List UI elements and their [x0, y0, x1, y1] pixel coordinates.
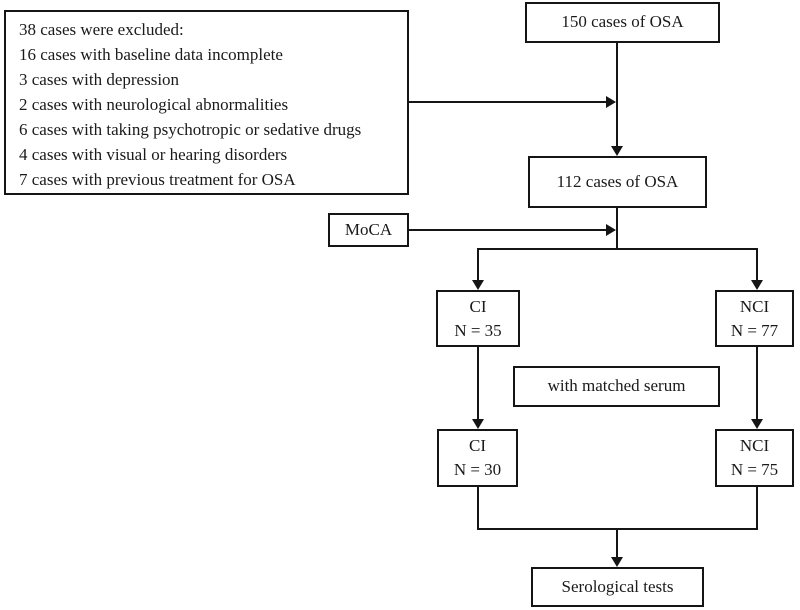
total-cases-box: 150 cases of OSA: [525, 2, 720, 43]
connector-included-to-branch: [616, 208, 618, 249]
serological-tests-box: Serological tests: [531, 567, 704, 607]
exclusion-line: 2 cases with neurological abnormalities: [19, 95, 289, 114]
exclusion-line: 16 cases with baseline data incomplete: [19, 45, 283, 64]
ci-serum-count: N = 30: [453, 460, 502, 479]
connector-join-to-serological: [616, 528, 618, 557]
exclusion-box: 38 cases were excluded: 16 cases with ba…: [4, 10, 409, 195]
arrowhead-right-exclusion: [606, 96, 616, 108]
connector-nci-to-nci-serum: [756, 347, 758, 419]
moca-box: MoCA: [328, 213, 409, 247]
serological-tests-label: Serological tests: [561, 576, 674, 596]
exclusion-line: 7 cases with previous treatment for OSA: [19, 170, 296, 189]
arrowhead-down-included: [611, 146, 623, 156]
ci-baseline-count: N = 35: [454, 320, 502, 340]
connector-branch-to-ci: [477, 248, 479, 280]
exclusion-line: 38 cases were excluded:: [19, 20, 184, 39]
nci-baseline-label: NCI: [739, 296, 770, 316]
matched-serum-box: with matched serum: [513, 366, 720, 407]
nci-serum-box: NCI N = 75: [715, 429, 794, 487]
included-cases-label: 112 cases of OSA: [556, 171, 679, 191]
nci-serum-label: NCI: [739, 436, 770, 455]
exclusion-line: 6 cases with taking psychotropic or seda…: [19, 120, 362, 139]
arrowhead-down-ci-serum: [472, 419, 484, 429]
connector-branch-bar: [477, 248, 758, 250]
arrowhead-down-serological: [611, 557, 623, 567]
nci-baseline-count: N = 77: [730, 320, 779, 340]
matched-serum-label: with matched serum: [547, 376, 686, 396]
connector-moca: [409, 229, 606, 231]
arrowhead-right-moca: [606, 224, 616, 236]
ci-serum-label: CI: [469, 436, 486, 455]
arrowhead-down-nci: [751, 280, 763, 290]
connector-nci-serum-down: [756, 487, 758, 530]
ci-serum-box: CI N = 30: [437, 429, 518, 487]
connector-exclusion: [409, 101, 606, 103]
arrowhead-down-nci-serum: [751, 419, 763, 429]
included-cases-box: 112 cases of OSA: [528, 156, 707, 208]
arrowhead-down-ci: [472, 280, 484, 290]
connector-ci-to-ci-serum: [477, 347, 479, 419]
nci-baseline-box: NCI N = 77: [715, 290, 794, 347]
ci-baseline-label: CI: [469, 296, 487, 316]
exclusion-line: 4 cases with visual or hearing disorders: [19, 145, 288, 164]
ci-baseline-box: CI N = 35: [436, 290, 520, 347]
total-cases-label: 150 cases of OSA: [561, 12, 684, 32]
connector-ci-serum-down: [477, 487, 479, 530]
exclusion-line: 3 cases with depression: [19, 70, 180, 89]
moca-label: MoCA: [344, 219, 393, 239]
nci-serum-count: N = 75: [730, 460, 779, 479]
connector-branch-to-nci: [756, 248, 758, 280]
connector-total-to-included: [616, 43, 618, 146]
